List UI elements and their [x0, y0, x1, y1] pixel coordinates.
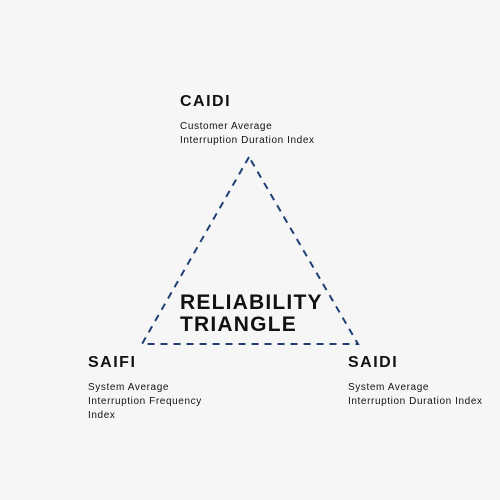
saifi-description-line: System Average [88, 382, 170, 393]
saifi-description-line: Interruption Frequency [88, 396, 202, 407]
saifi-description-line: Index [88, 410, 116, 421]
saifi-description: System Average Interruption Frequency In… [88, 381, 202, 423]
saidi-description-line: Interruption Duration Index [348, 396, 483, 407]
caidi-title: CAIDI [180, 93, 232, 110]
caidi-description-line: Customer Average [180, 121, 273, 132]
saidi-description-line: System Average [348, 382, 430, 393]
saifi-title: SAIFI [88, 354, 137, 371]
center-title-line: TRIANGLE [180, 313, 297, 336]
center-title: RELIABILITY TRIANGLE [180, 292, 323, 336]
center-title-line: RELIABILITY [180, 291, 323, 314]
caidi-description: Customer Average Interruption Duration I… [180, 120, 315, 148]
caidi-description-line: Interruption Duration Index [180, 135, 315, 146]
saidi-description: System Average Interruption Duration Ind… [348, 381, 483, 409]
triangle-outline [140, 155, 360, 345]
saidi-title: SAIDI [348, 354, 399, 371]
